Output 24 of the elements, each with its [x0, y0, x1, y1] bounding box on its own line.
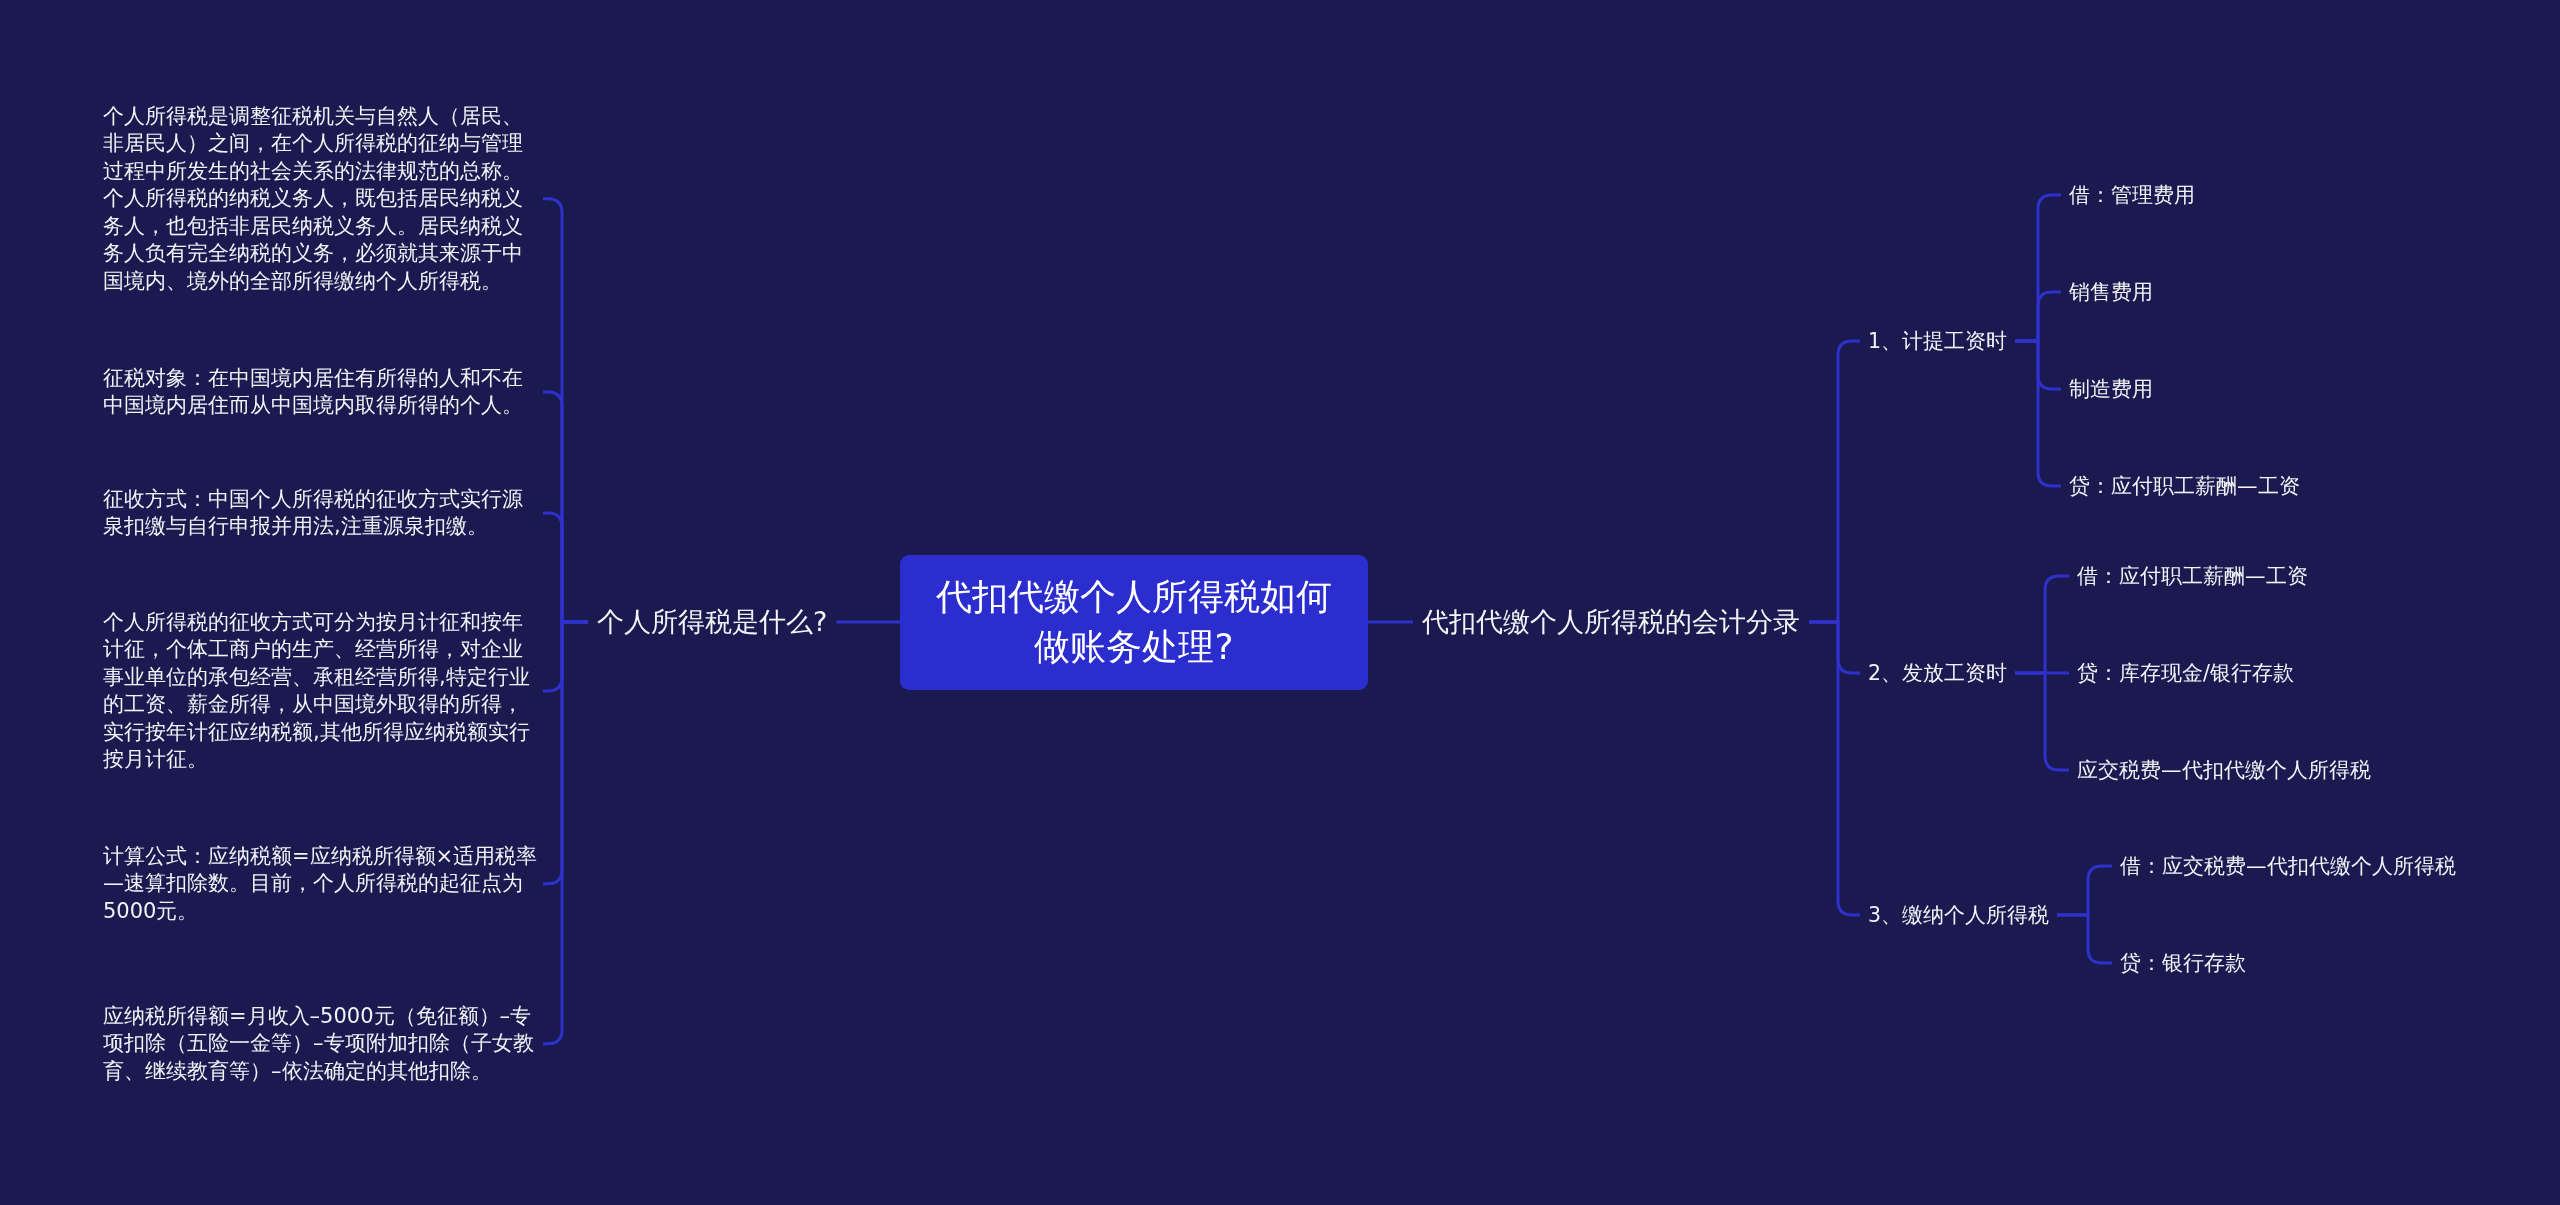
connector-line: [836, 620, 900, 624]
entry-text: 贷：银行存款: [2112, 948, 2254, 978]
subtopic: 1、计提工资时: [1860, 326, 2016, 356]
note-paragraph: 征税对象：在中国境内居住有所得的人和不在中国境内居住而从中国境内取得所得的个人。: [103, 364, 543, 420]
connector-line: [1368, 620, 1413, 624]
main-topic: 代扣代缴个人所得税的会计分录: [1413, 604, 1809, 640]
note-paragraph: 征收方式：中国个人所得税的征收方式实行源泉扣缴与自行申报并用法,注重源泉扣缴。: [103, 485, 543, 541]
entry-text: 贷：库存现金/银行存款: [2069, 658, 2302, 688]
note-paragraph: 个人所得税的征收方式可分为按月计征和按年计征，个体工商户的生产、经营所得，对企业事业单位的承包经营、承租经营所得,特定行业的工资、薪金所得，从中国境外取得的所得，实行按年计征应纳税额,其他所得应纳税额实行按月计征。: [103, 608, 543, 774]
entry-text: 制造费用: [2061, 374, 2161, 404]
note-paragraph: 个人所得税是调整征税机关与自然人（居民、非居民人）之间，在个人所得税的征纳与管理过程中所发生的社会关系的法律规范的总称。个人所得税的纳税义务人，既包括居民纳税义务人，也包括非居民纳税义务人。居民纳税义务人负有完全纳税的义务，必须就其来源于中国境内、境外的全部所得缴纳个人所得税。: [103, 102, 543, 295]
note-paragraph: 计算公式：应纳税额=应纳税所得额×适用税率—速算扣除数。目前，个人所得税的起征点为5000元。: [103, 842, 543, 925]
entry-text: 销售费用: [2061, 277, 2161, 307]
note-paragraph: 应纳税所得额=月收入–5000元（免征额）–专项扣除（五险一金等）–专项附加扣除（子女教育、继续教育等）–依法确定的其他扣除。: [103, 1002, 543, 1085]
entry-text: 借：应付职工薪酬—工资: [2069, 561, 2316, 591]
central-topic-box: 代扣代缴个人所得税如何做账务处理?: [900, 554, 1368, 690]
entry-text: 应交税费—代扣代缴个人所得税: [2069, 755, 2379, 785]
entry-text: 借：应交税费—代扣代缴个人所得税: [2112, 851, 2464, 881]
subtopic: 2、发放工资时: [1860, 658, 2016, 688]
connector-line: [2057, 913, 2112, 965]
entry-text: 贷：应付职工薪酬—工资: [2061, 471, 2308, 501]
main-topic: 个人所得税是什么?: [588, 604, 837, 640]
subtopic: 3、缴纳个人所得税: [1860, 900, 2058, 930]
entry-text: 借：管理费用: [2061, 180, 2203, 210]
